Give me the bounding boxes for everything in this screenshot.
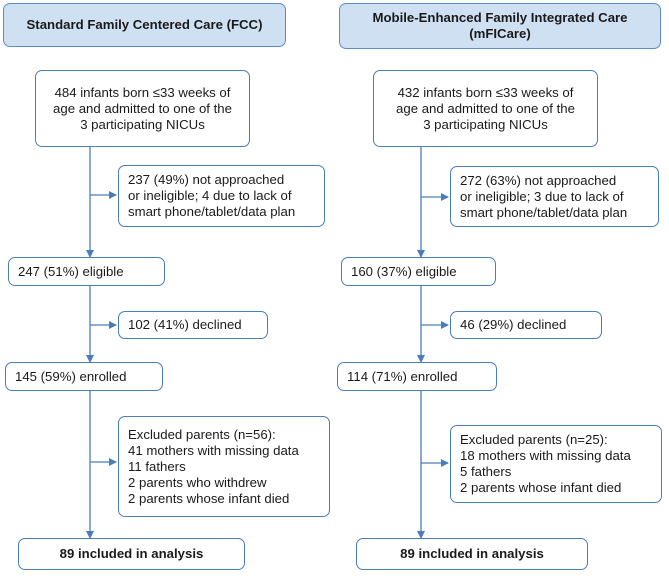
mficare-not-approached-line-3: smart phone/tablet/data plan bbox=[460, 204, 628, 220]
fcc-excluded-line-5: 2 parents whose infant died bbox=[128, 490, 290, 506]
mficare-not-approached-line-2: or ineligible; 3 due to lack of bbox=[460, 188, 624, 204]
mficare-born-line-1: 432 infants born ≤33 weeks of bbox=[397, 84, 574, 100]
mficare-enrolled-text: 114 (71%) enrolled bbox=[347, 368, 458, 384]
fcc-not-approached-line-1: 237 (49%) not approached bbox=[128, 172, 285, 187]
mficare-eligible-text: 160 (37%) eligible bbox=[351, 263, 457, 279]
fcc-born-line-2: age and admitted to one of the bbox=[53, 100, 232, 116]
fcc-header-text: Standard Family Centered Care (FCC) bbox=[26, 17, 263, 32]
mficare-header-line-1: Mobile-Enhanced Family Integrated Care bbox=[372, 10, 628, 25]
mficare-header: Mobile-Enhanced Family Integrated Care (… bbox=[339, 3, 661, 49]
fcc-not-approached-line-3: smart phone/tablet/data plan bbox=[128, 204, 296, 219]
fcc-declined-box: 102 (41%) declined bbox=[118, 311, 268, 339]
mficare-analysis-box: 89 included in analysis bbox=[356, 538, 588, 570]
mficare-not-approached-line-1: 272 (63%) not approached bbox=[460, 172, 617, 188]
fcc-not-approached-box: 237 (49%) not approached or ineligible; … bbox=[118, 165, 325, 227]
mficare-not-approached-box: 272 (63%) not approached or ineligible; … bbox=[450, 166, 659, 227]
fcc-analysis-text: 89 included in analysis bbox=[59, 546, 204, 561]
fcc-declined-text: 102 (41%) declined bbox=[128, 317, 242, 332]
fcc-excluded-line-4: 2 parents who withdrew bbox=[128, 474, 267, 490]
fcc-eligible-text: 247 (51%) eligible bbox=[18, 263, 124, 279]
mficare-excluded-line-2: 18 mothers with missing data bbox=[460, 448, 631, 463]
mficare-analysis-text: 89 included in analysis bbox=[400, 546, 544, 561]
mficare-excluded-box: Excluded parents (n=25): 18 mothers with… bbox=[450, 425, 662, 503]
fcc-excluded-line-3: 11 fathers bbox=[128, 458, 186, 474]
fcc-header: Standard Family Centered Care (FCC) bbox=[3, 3, 286, 47]
fcc-born-line-1: 484 infants born ≤33 weeks of bbox=[54, 84, 231, 100]
mficare-enrolled-box: 114 (71%) enrolled bbox=[337, 362, 497, 391]
fcc-excluded-line-2: 41 mothers with missing data bbox=[128, 442, 299, 458]
fcc-enrolled-box: 145 (59%) enrolled bbox=[5, 362, 163, 391]
mficare-eligible-box: 160 (37%) eligible bbox=[341, 257, 496, 286]
mficare-declined-text: 46 (29%) declined bbox=[460, 317, 567, 332]
mficare-excluded-line-4: 2 parents whose infant died bbox=[460, 480, 622, 495]
fcc-excluded-line-1: Excluded parents (n=56): bbox=[128, 426, 276, 442]
fcc-not-approached-line-2: or ineligible; 4 due to lack of bbox=[128, 188, 292, 203]
fcc-excluded-box: Excluded parents (n=56): 41 mothers with… bbox=[118, 416, 330, 517]
fcc-born-box: 484 infants born ≤33 weeks of age and ad… bbox=[35, 70, 250, 147]
mficare-born-line-3: 3 participating NICUs bbox=[423, 116, 548, 132]
mficare-header-line-2: (mFICare) bbox=[469, 26, 531, 41]
fcc-eligible-box: 247 (51%) eligible bbox=[8, 257, 165, 286]
fcc-analysis-box: 89 included in analysis bbox=[18, 538, 245, 570]
fcc-born-line-3: 3 participating NICUs bbox=[80, 116, 205, 132]
fcc-enrolled-text: 145 (59%) enrolled bbox=[15, 368, 127, 384]
mficare-born-line-2: age and admitted to one of the bbox=[396, 100, 575, 116]
mficare-excluded-line-3: 5 fathers bbox=[460, 464, 512, 479]
mficare-born-box: 432 infants born ≤33 weeks of age and ad… bbox=[373, 70, 598, 147]
mficare-declined-box: 46 (29%) declined bbox=[450, 311, 602, 339]
mficare-excluded-line-1: Excluded parents (n=25): bbox=[460, 432, 608, 447]
